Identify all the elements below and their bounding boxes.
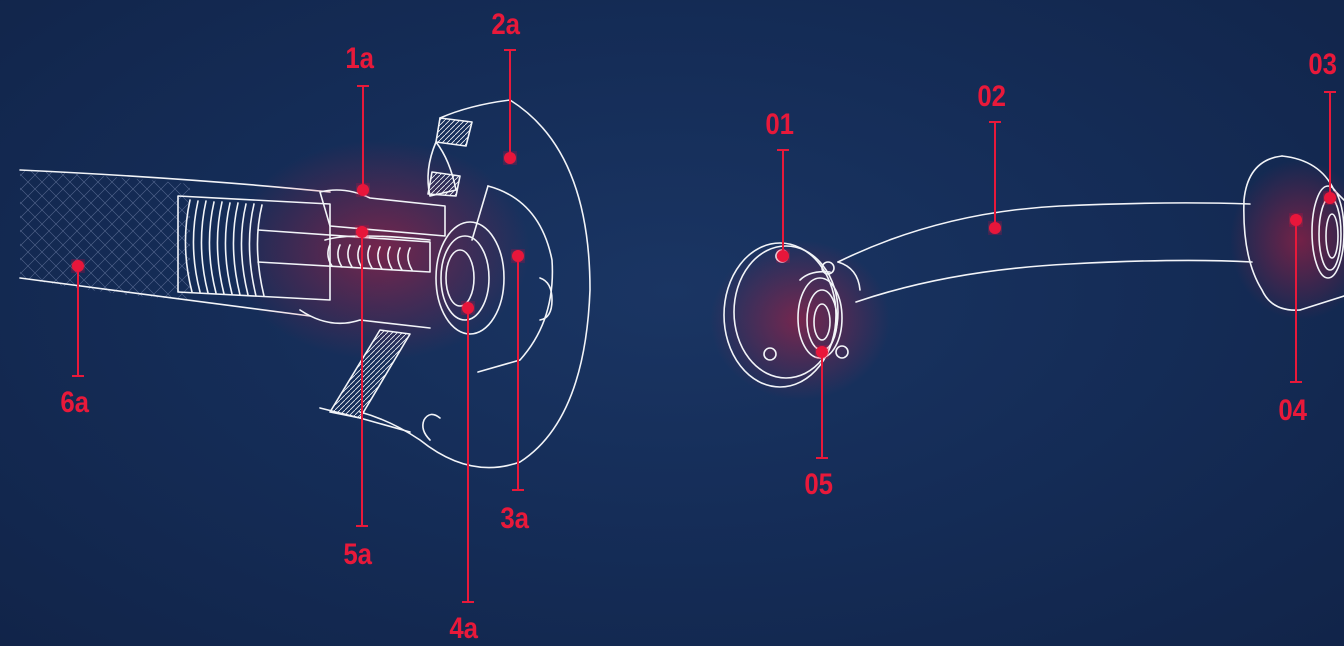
cutaway-fitting (19, 99, 591, 469)
hose-assembly (710, 155, 1344, 400)
flange-face (477, 185, 554, 373)
label-6a: 6a (60, 386, 90, 419)
label-3a: 3a (500, 502, 530, 535)
callouts (72, 49, 1336, 603)
braided-hose (20, 170, 190, 300)
threaded-insert (177, 195, 431, 301)
label-05: 05 (804, 468, 834, 501)
label-4a: 4a (449, 612, 479, 645)
flange-outer (359, 99, 591, 469)
label-01: 01 (765, 108, 795, 141)
label-2a: 2a (491, 8, 521, 41)
label-1a: 1a (345, 42, 375, 75)
label-04: 04 (1278, 394, 1308, 427)
ferrule (319, 189, 446, 237)
label-5a: 5a (343, 538, 373, 571)
ferrule-lower (299, 309, 431, 329)
tube-top (837, 202, 1251, 263)
label-03: 03 (1308, 48, 1338, 81)
tube-bottom (855, 259, 1253, 303)
sealing-face (435, 221, 505, 335)
label-02: 02 (977, 80, 1007, 113)
